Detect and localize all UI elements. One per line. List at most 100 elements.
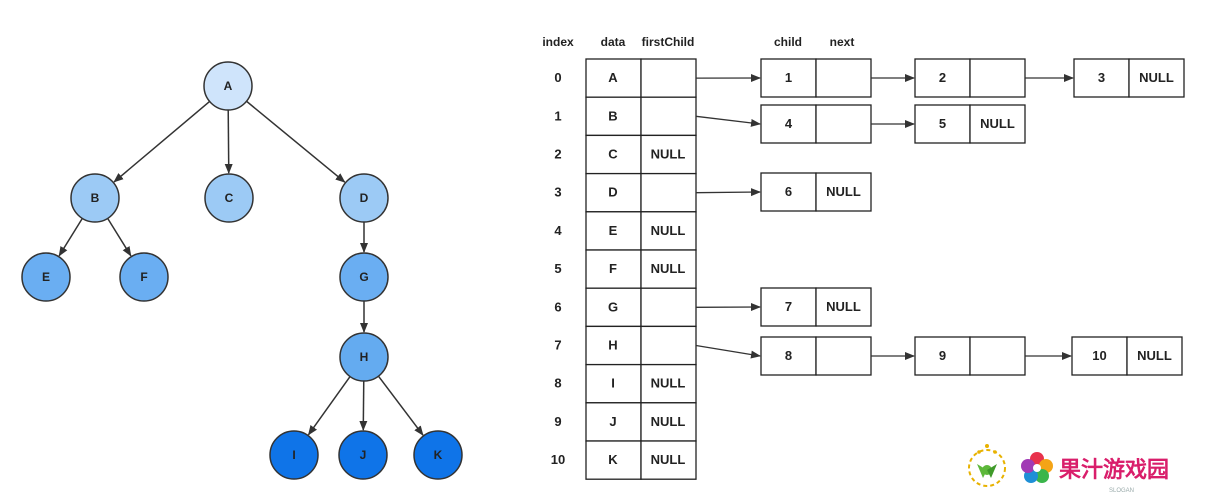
tree-node-label: B — [91, 191, 100, 205]
next-field — [969, 336, 1026, 376]
tree-node-label: J — [360, 448, 367, 462]
child-chain-0: 1 2 3 NULL — [695, 58, 1185, 98]
child-node: 3 NULL — [1073, 58, 1185, 98]
first-child-cell — [640, 287, 697, 328]
first-child-value: NULL — [651, 147, 686, 162]
child-value: 7 — [785, 299, 792, 314]
child-field — [914, 336, 971, 376]
first-child-cell — [640, 440, 697, 480]
next-field — [1128, 58, 1185, 98]
child-field — [760, 287, 817, 327]
tree-node-label: D — [360, 191, 369, 205]
tree-node-circle — [70, 173, 120, 223]
first-child-cell — [640, 402, 697, 442]
child-field — [760, 58, 817, 98]
data-cell — [585, 440, 642, 480]
tree-edge-H-J — [359, 380, 368, 432]
tree-node-circle — [119, 252, 169, 302]
first-child-cell — [640, 211, 697, 251]
tree-node-D: D — [339, 173, 389, 223]
watermark-logo: 果汁游戏园 SLOGAN — [968, 444, 1169, 494]
header-next: next — [830, 35, 855, 49]
data-cell-value: I — [611, 376, 615, 391]
tree-node-circle — [339, 332, 389, 382]
data-cell — [585, 287, 642, 328]
data-cell — [585, 172, 642, 213]
tree-node-G: G — [339, 252, 389, 302]
first-child-value: NULL — [651, 452, 686, 467]
logo-subtitle: SLOGAN — [1109, 488, 1134, 494]
first-child-cell — [640, 363, 697, 404]
tree-node-circle — [203, 61, 253, 111]
tree-edge-A-C — [224, 109, 233, 175]
child-field — [1073, 58, 1130, 98]
first-child-value: NULL — [651, 223, 686, 238]
next-field — [815, 336, 872, 376]
tree-node-K: K — [413, 430, 463, 480]
row-index: 6 — [554, 299, 561, 314]
row-index: 5 — [554, 261, 561, 276]
data-cell-value: K — [608, 452, 618, 467]
child-field — [914, 58, 971, 98]
next-field — [815, 172, 872, 212]
data-cell-value: A — [608, 70, 618, 85]
tree-edges — [58, 100, 424, 436]
tree-node-E: E — [21, 252, 71, 302]
tree-edge-A-D — [246, 100, 346, 183]
next-value: NULL — [826, 299, 861, 314]
child-node: 8 — [760, 336, 872, 376]
tree-node-label: K — [434, 448, 443, 462]
first-child-value: NULL — [651, 376, 686, 391]
header-index: index — [542, 35, 574, 49]
tree-node-circle — [338, 430, 388, 480]
tree-edge-B-F — [107, 218, 132, 257]
row-index: 9 — [554, 414, 561, 429]
row-index: 8 — [554, 376, 561, 391]
child-value: 10 — [1092, 348, 1106, 363]
tree-node-circle — [21, 252, 71, 302]
tree-node-circle — [204, 173, 254, 223]
tree-node-I: I — [269, 430, 319, 480]
child-value: 1 — [785, 70, 792, 85]
next-value: NULL — [1139, 70, 1174, 85]
header-child: child — [774, 35, 802, 49]
next-field — [969, 104, 1026, 144]
first-child-cell — [640, 325, 697, 366]
data-cell-value: B — [608, 108, 617, 123]
row-index: 3 — [554, 185, 561, 200]
first-child-value: NULL — [651, 261, 686, 276]
child-value: 4 — [785, 116, 793, 131]
child-value: 2 — [939, 70, 946, 85]
tree-node-circle — [339, 173, 389, 223]
child-field — [914, 104, 971, 144]
first-child-pointer — [695, 115, 761, 127]
next-field — [815, 58, 872, 98]
first-child-cell — [640, 96, 697, 137]
child-value: 9 — [939, 348, 946, 363]
next-field — [815, 104, 872, 144]
child-field — [760, 172, 817, 212]
first-child-pointer — [695, 344, 761, 359]
row-index: 10 — [551, 452, 565, 467]
row-index: 0 — [554, 70, 561, 85]
child-value: 3 — [1098, 70, 1105, 85]
next-value: NULL — [826, 184, 861, 199]
tree-node-circle — [339, 252, 389, 302]
tree-node-J: J — [338, 430, 388, 480]
tree-node-label: E — [42, 270, 50, 284]
logo-title: 果汁游戏园 — [1059, 457, 1169, 483]
data-cell — [585, 134, 642, 175]
child-node: 1 — [760, 58, 872, 98]
data-cell-value: J — [609, 414, 616, 429]
data-cell-value: D — [608, 185, 617, 200]
